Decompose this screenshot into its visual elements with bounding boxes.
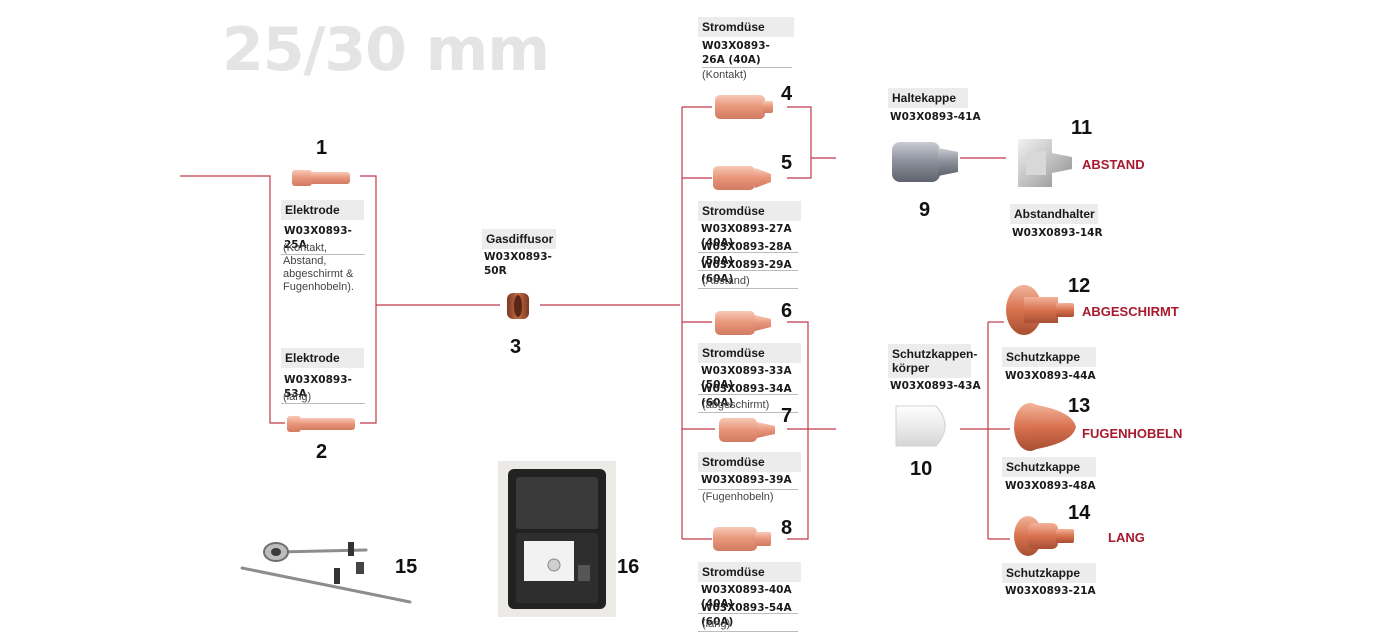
part-code-6b: W03X0893-34A (60A) — [698, 380, 798, 413]
gas-diffusor-image — [507, 293, 529, 319]
part-code-4: W03X0893-26A (40A) — [702, 40, 770, 66]
shield-cap-13-image — [1014, 403, 1076, 451]
part-number-5: 5 — [781, 152, 793, 174]
electrode-2-image — [287, 416, 355, 432]
shield-cap-12-image — [1006, 285, 1074, 335]
part-label-14: Schutzkappe — [1002, 563, 1096, 583]
line-electrode-right — [360, 175, 377, 424]
part-note-8: (lang) — [702, 618, 731, 630]
part-label-11: Abstandhalter — [1010, 204, 1098, 224]
spacer-image — [1018, 139, 1072, 187]
part-label-2: Elektrode — [281, 348, 364, 368]
part-code-9: W03X0893-41A — [890, 111, 981, 123]
part-code-5c: W03X0893-29A (60A) — [698, 256, 798, 289]
part-code-8b: W03X0893-54A (60A) — [698, 599, 798, 632]
part-label-6: Stromdüse — [698, 343, 801, 363]
part-code-10: W03X0893-43A — [890, 380, 981, 392]
part-note-1: (Kontakt, Abstand, abgeschirmt & Fugenho… — [283, 242, 354, 293]
part-label-1: Elektrode — [281, 200, 364, 220]
part-number-10: 10 — [910, 458, 933, 480]
part-number-9: 9 — [919, 199, 931, 221]
part-number-14: 14 — [1068, 502, 1091, 524]
line-electrode-left — [180, 175, 285, 424]
circle-guide-image — [240, 542, 412, 604]
part-label-9: Haltekappe — [888, 88, 968, 108]
part-code-2: W03X0893-53A — [281, 371, 365, 404]
part-number-11: 11 — [1071, 117, 1093, 139]
part-number-6: 6 — [781, 300, 793, 322]
part-number-3: 3 — [510, 336, 522, 358]
part-number-1: 1 — [316, 137, 328, 159]
part-label-3: Gasdiffusor — [482, 229, 556, 249]
part-number-2: 2 — [316, 441, 328, 463]
part-number-4: 4 — [781, 83, 793, 105]
part-note-2: (lang) — [283, 391, 312, 403]
tag-abgeschirmt: ABGESCHIRMT — [1082, 304, 1179, 319]
page-title: 25/30 mm — [222, 15, 550, 85]
part-note-7: (Fugenhobeln) — [702, 491, 774, 503]
part-label-8: Stromdüse — [698, 562, 801, 582]
part-number-13: 13 — [1068, 395, 1091, 417]
tag-fugenhobeln: FUGENHOBELN — [1082, 426, 1183, 441]
tag-abstand: ABSTAND — [1082, 157, 1145, 172]
part-code-13: W03X0893-48A — [1005, 480, 1096, 492]
part-label-13: Schutzkappe — [1002, 457, 1096, 477]
part-label-4: Stromdüse — [698, 17, 794, 37]
nozzle-4-image — [715, 95, 773, 119]
part-code-8a: W03X0893-40A (40A) — [698, 581, 798, 614]
part-note-4: (Kontakt) — [702, 67, 792, 82]
tool-case-image — [498, 461, 616, 617]
part-code-3: W03X0893-50R — [484, 251, 552, 277]
part-note-6: (abgeschirmt) — [702, 399, 770, 411]
shield-cap-14-image — [1014, 516, 1074, 556]
part-number-12: 12 — [1068, 275, 1091, 297]
part-label-7: Stromdüse — [698, 452, 801, 472]
nozzle-8-image — [713, 527, 771, 551]
part-code-12: W03X0893-44A — [1005, 370, 1096, 382]
part-code-5a: W03X0893-27A (40A) — [698, 220, 798, 253]
part-number-16: 16 — [617, 556, 640, 578]
part-note-5: (Abstand) — [702, 275, 750, 287]
part-code-5b: W03X0893-28A (50A) — [698, 238, 798, 271]
retaining-cap-image — [892, 142, 958, 182]
part-label-10: Schutzkappen-körper — [888, 344, 977, 378]
part-number-7: 7 — [781, 405, 793, 427]
nozzle-6-image — [715, 311, 771, 335]
part-label-12: Schutzkappe — [1002, 347, 1096, 367]
part-code-6a: W03X0893-33A (50A) — [698, 362, 798, 395]
electrode-1-image — [292, 170, 350, 186]
tag-lang: LANG — [1108, 530, 1145, 545]
nozzle-5-image — [713, 166, 771, 190]
part-code-1: W03X0893-25A — [281, 222, 365, 255]
part-number-15: 15 — [395, 556, 418, 578]
shield-cap-body-image — [895, 405, 946, 447]
nozzle-7-image — [719, 418, 775, 442]
part-label-5: Stromdüse — [698, 201, 801, 221]
part-code-7: W03X0893-39A — [698, 471, 798, 490]
part-code-14: W03X0893-21A — [1005, 585, 1096, 597]
part-code-11: W03X0893-14R — [1012, 227, 1103, 239]
part-number-8: 8 — [781, 517, 793, 539]
